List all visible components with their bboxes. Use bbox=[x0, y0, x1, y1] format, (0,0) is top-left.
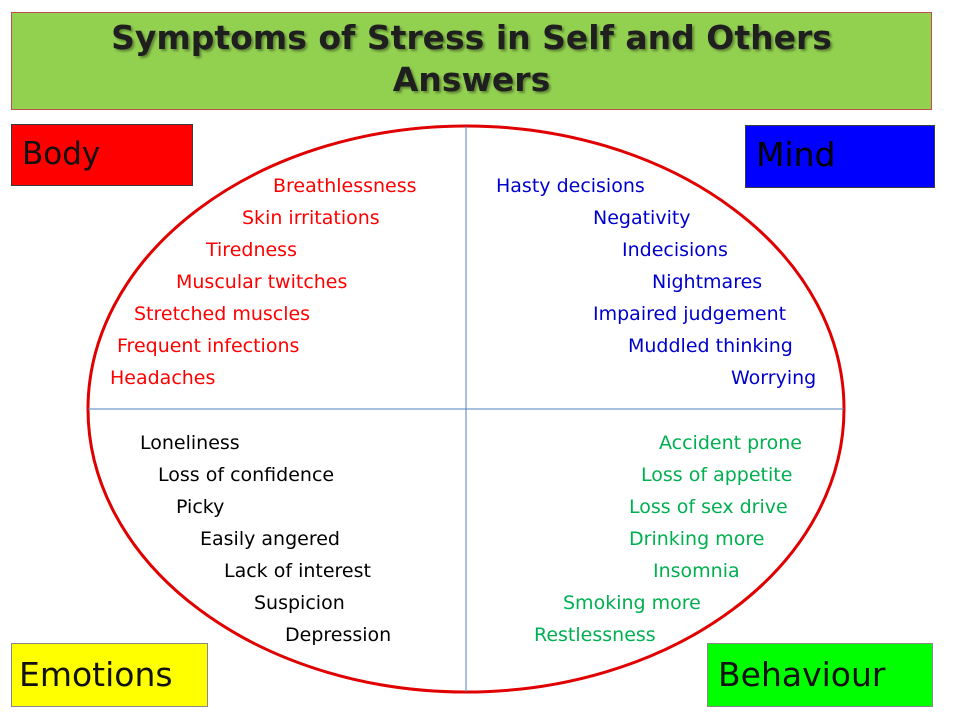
title-line-1: Symptoms of Stress in Self and Others bbox=[111, 18, 832, 57]
body-symptom: Tiredness bbox=[206, 239, 297, 261]
body-category-label: Body bbox=[11, 124, 193, 186]
body-symptom: Breathlessness bbox=[273, 175, 417, 197]
emotions-symptom: Loneliness bbox=[140, 432, 240, 454]
behaviour-symptom: Restlessness bbox=[534, 624, 656, 646]
behaviour-symptom: Loss of sex drive bbox=[629, 496, 788, 518]
title-line-2: Answers bbox=[392, 60, 551, 99]
body-symptom: Muscular twitches bbox=[176, 271, 348, 293]
body-symptom: Headaches bbox=[110, 367, 216, 389]
emotions-symptom: Loss of confidence bbox=[158, 464, 335, 486]
mind-symptom: Hasty decisions bbox=[496, 175, 645, 197]
behaviour-symptom: Drinking more bbox=[629, 528, 765, 550]
behaviour-symptom: Insomnia bbox=[653, 560, 740, 582]
behaviour-symptom: Loss of appetite bbox=[641, 464, 793, 486]
behaviour-symptom: Accident prone bbox=[659, 432, 802, 454]
body-symptom: Stretched muscles bbox=[134, 303, 311, 325]
body-symptom: Skin irritations bbox=[242, 207, 380, 229]
mind-symptom: Negativity bbox=[593, 207, 691, 229]
emotions-symptom: Lack of interest bbox=[224, 560, 371, 582]
mind-symptom: Nightmares bbox=[652, 271, 763, 293]
title-banner: Symptoms of Stress in Self and Others An… bbox=[11, 12, 932, 110]
emotions-category-label: Emotions bbox=[11, 643, 208, 707]
emotions-symptom: Suspicion bbox=[254, 592, 345, 614]
behaviour-category-label: Behaviour bbox=[707, 643, 933, 707]
mind-symptom: Impaired judgement bbox=[593, 303, 787, 325]
mind-symptom: Worrying bbox=[731, 367, 817, 389]
emotions-symptom: Depression bbox=[285, 624, 392, 646]
behaviour-symptom: Smoking more bbox=[563, 592, 701, 614]
mind-symptom: Indecisions bbox=[622, 239, 728, 261]
mind-symptom: Muddled thinking bbox=[628, 335, 793, 357]
body-symptom: Frequent infections bbox=[117, 335, 300, 357]
mind-category-label: Mind bbox=[745, 125, 935, 188]
emotions-symptom: Picky bbox=[176, 496, 225, 518]
emotions-symptom: Easily angered bbox=[200, 528, 340, 550]
